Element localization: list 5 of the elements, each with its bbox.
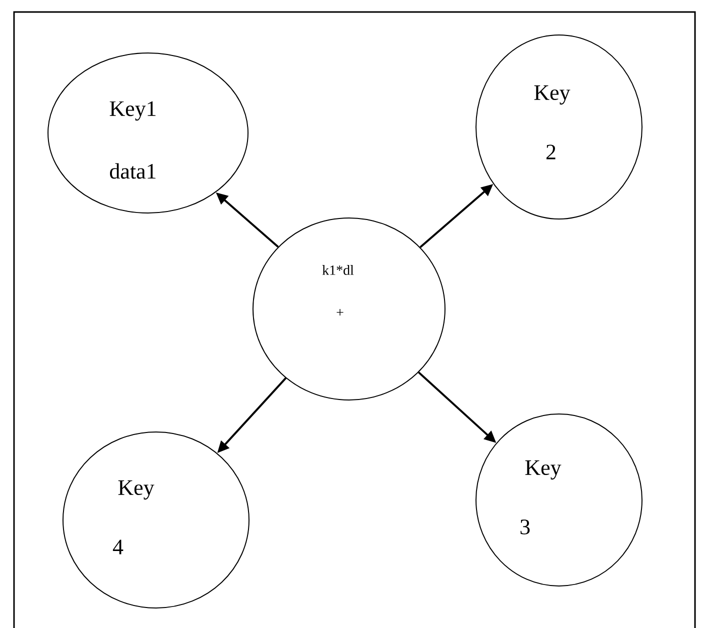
ellipse-node: Key 4 [62, 431, 250, 608]
ellipse-node: Key 2 [476, 34, 642, 220]
ellipse-node: Key 3 [476, 413, 642, 586]
ellipse-node: Key1 data1 [48, 52, 248, 214]
ellipse-node: k1*dl + [252, 217, 446, 400]
